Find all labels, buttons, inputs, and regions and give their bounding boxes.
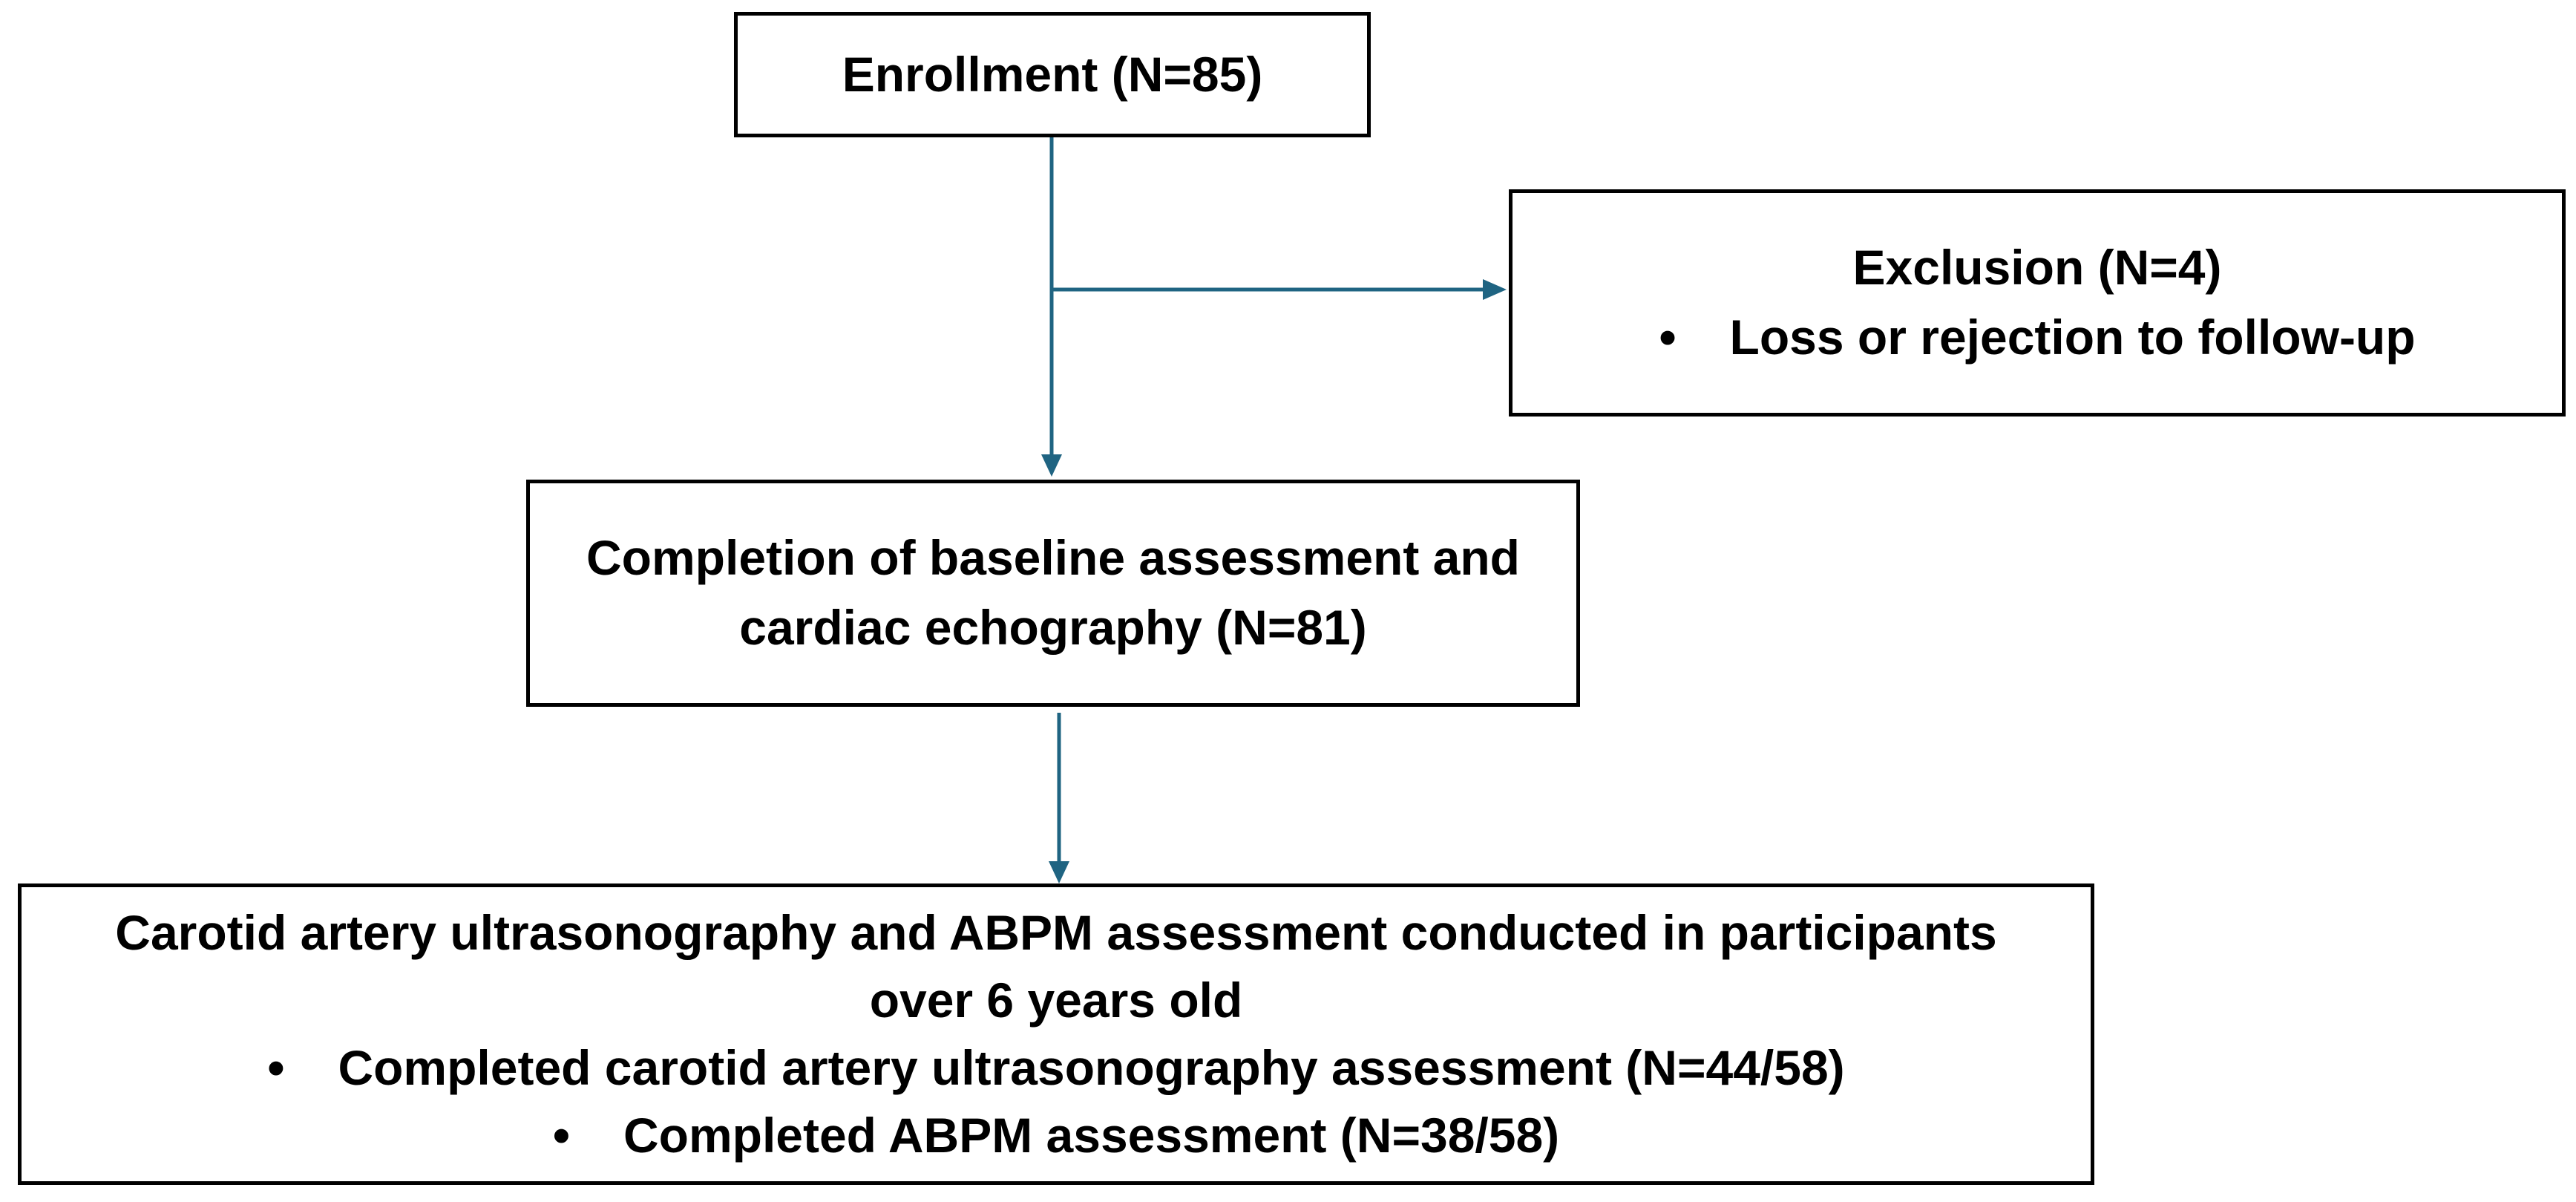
- bullet-icon: •: [552, 1108, 570, 1163]
- baseline-box: Completion of baseline assessment and ca…: [526, 480, 1580, 707]
- bullet-icon: •: [267, 1040, 285, 1095]
- baseline-line-1: Completion of baseline assessment and: [586, 530, 1520, 586]
- exclusion-title: Exclusion (N=4): [1852, 240, 2222, 295]
- arrowhead-final: [1049, 861, 1069, 883]
- enrollment-box: Enrollment (N=85): [734, 12, 1371, 137]
- arrowhead-exclusion: [1483, 279, 1507, 300]
- arrowhead-baseline: [1041, 454, 1062, 477]
- exclusion-box: Exclusion (N=4) • Loss or rejection to fo…: [1509, 189, 2566, 417]
- final-bullet-text-2: Completed ABPM assessment (N=38/58): [623, 1108, 1560, 1163]
- final-line-1: Carotid artery ultrasonography and ABPM …: [115, 904, 1997, 960]
- final-bullet-item-1: • Completed carotid artery ultrasonograph…: [267, 1034, 1844, 1102]
- exclusion-bullet-item: • Loss or rejection to follow-up: [1659, 303, 2415, 373]
- bullet-icon: •: [1659, 310, 1677, 365]
- final-bullet-text-1: Completed carotid artery ultrasonography…: [338, 1040, 1845, 1095]
- baseline-line-2: cardiac echography (N=81): [739, 600, 1367, 655]
- enrollment-label: Enrollment (N=85): [842, 46, 1263, 102]
- exclusion-reason: Loss or rejection to follow-up: [1729, 310, 2416, 365]
- final-box: Carotid artery ultrasonography and ABPM …: [18, 883, 2094, 1185]
- final-line-2: over 6 years old: [869, 972, 1243, 1028]
- final-bullet-item-2: • Completed ABPM assessment (N=38/58): [553, 1102, 1559, 1169]
